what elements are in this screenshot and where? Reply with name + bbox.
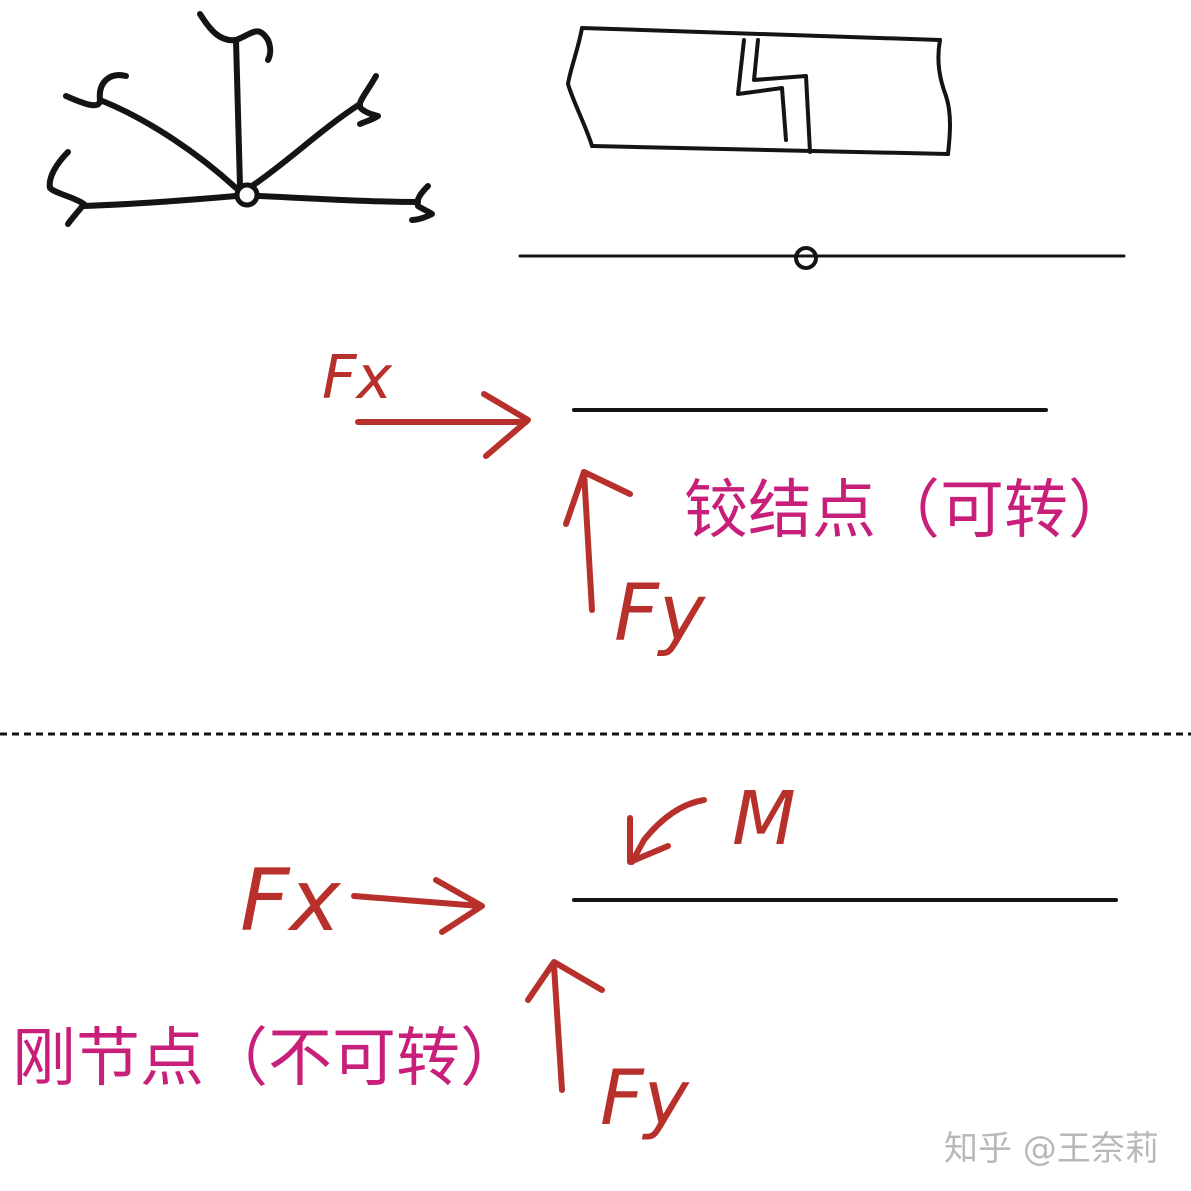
hinge-fx-label: Fx bbox=[322, 343, 393, 413]
member-upper-left bbox=[97, 97, 239, 191]
rigid-fy-label: Fy bbox=[600, 1053, 690, 1142]
hinge-joint-sketch bbox=[46, 11, 435, 227]
watermark: 知乎 @王奈莉 bbox=[944, 1129, 1159, 1169]
hinge-connector-left bbox=[736, 38, 788, 142]
member-upper-right bbox=[249, 101, 363, 189]
rigid-fx-arrow bbox=[351, 893, 483, 909]
hinge-fy-label: Fy bbox=[614, 569, 707, 659]
rigid-fy-arrow bbox=[551, 963, 565, 1093]
member-vertical-break bbox=[197, 11, 274, 63]
member-upper-right-break bbox=[356, 73, 381, 127]
beam-bottom-edge bbox=[590, 144, 950, 156]
member-left-break bbox=[46, 149, 87, 227]
rigid-caption: 刚节点（不可转） bbox=[12, 1022, 524, 1096]
beam-hinge-sketch bbox=[518, 26, 1126, 270]
member-right bbox=[255, 193, 421, 205]
hinge-fy-arrow bbox=[581, 469, 595, 613]
rigid-fy-arrowhead bbox=[525, 959, 605, 1003]
member-upper-left-break bbox=[63, 72, 129, 109]
moment-arrow bbox=[629, 797, 707, 865]
beam-top-edge bbox=[580, 26, 942, 42]
hinge-connector-right bbox=[752, 38, 812, 154]
hinge-circle bbox=[234, 182, 260, 208]
member-right-break bbox=[409, 183, 435, 223]
beam-right-break bbox=[936, 38, 952, 156]
moment-label: M bbox=[732, 776, 796, 862]
beam-left-break bbox=[566, 26, 594, 148]
hinge-node-section: Fx Fy 铰结点（可转） bbox=[322, 343, 1132, 659]
rigid-fx-arrowhead bbox=[433, 877, 485, 935]
hinge-axis-circle bbox=[794, 246, 818, 270]
rigid-fx-label: Fx bbox=[240, 851, 341, 951]
member-left bbox=[81, 193, 239, 209]
hinge-fx-arrowhead bbox=[481, 391, 531, 459]
moment-arrowhead bbox=[627, 815, 671, 865]
member-vertical bbox=[233, 37, 243, 189]
hinge-fy-arrowhead bbox=[563, 469, 633, 527]
hinge-caption: 铰结点（可转） bbox=[684, 474, 1132, 548]
rigid-node-section: M Fx Fy 刚节点（不可转） bbox=[12, 776, 1118, 1142]
